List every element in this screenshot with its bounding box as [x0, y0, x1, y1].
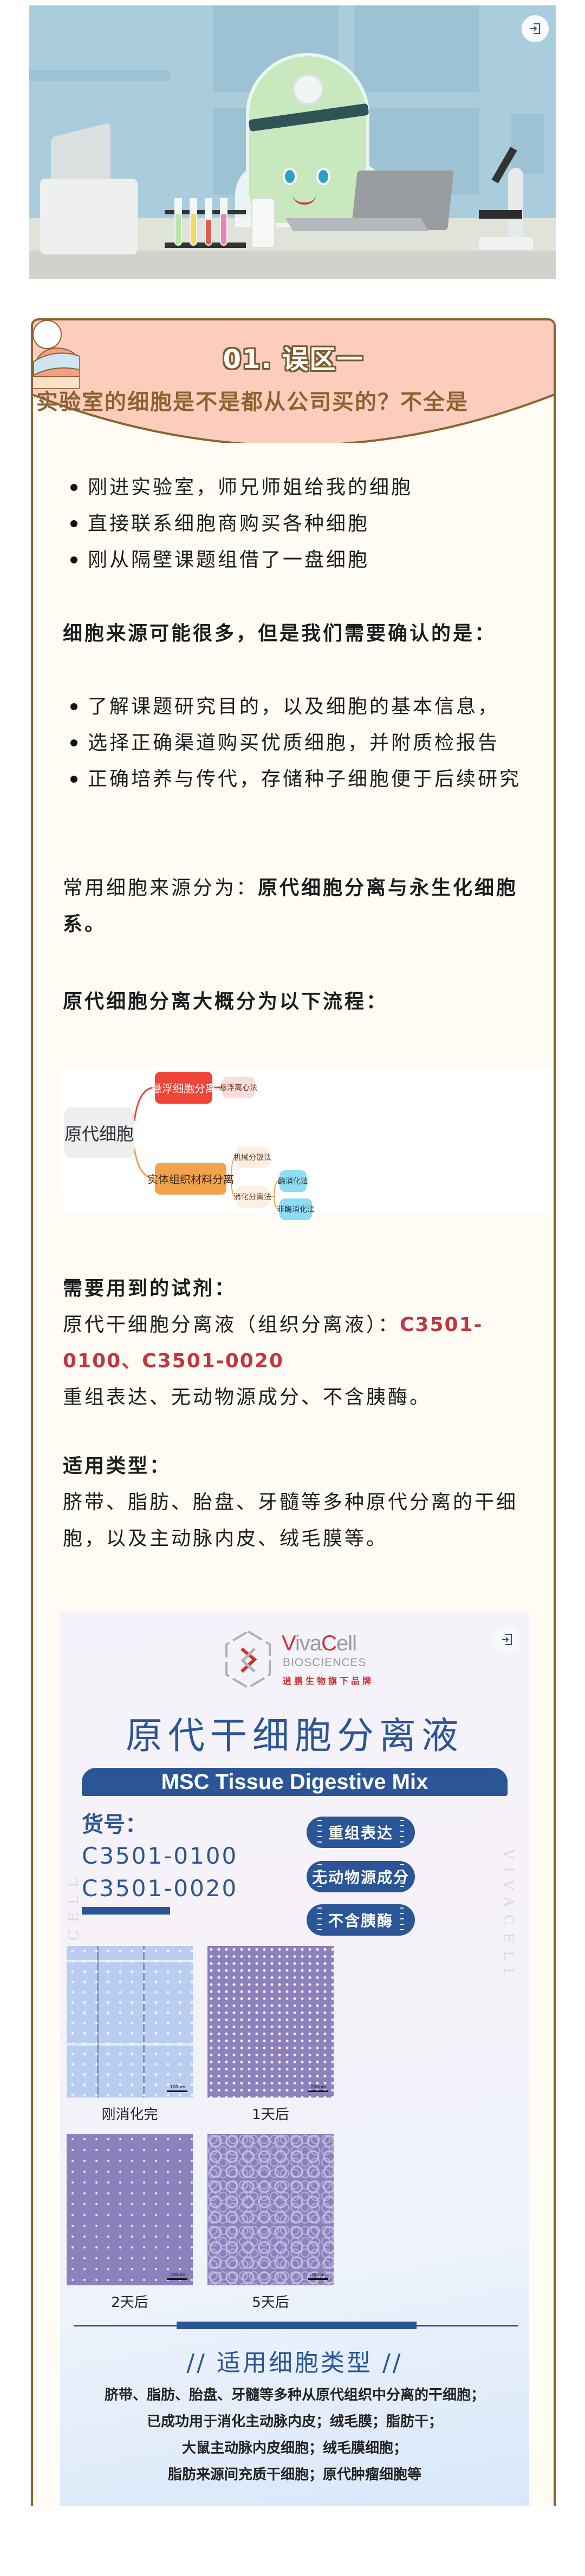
winter-hat-icon	[33, 320, 80, 389]
reagent-bottle	[251, 198, 275, 248]
test-tube	[174, 198, 182, 246]
micrograph-caption: 2天后	[111, 2295, 148, 2311]
flow-heading: 原代细胞分离大概分为以下流程：	[63, 991, 388, 1013]
card-subtitle: 实验室的细胞是不是都从公司买的？不全是	[36, 390, 469, 415]
common-sources-prefix: 常用细胞来源分为：	[63, 877, 258, 899]
sku-item: C3501-0020	[82, 1875, 238, 1902]
centrifuge-illustration	[40, 179, 138, 254]
mindmap-node-suspension: 悬浮细胞分离	[151, 1072, 216, 1104]
feature-pill: 重组表达	[307, 1817, 415, 1848]
feature-pill: 不含胰酶	[307, 1904, 415, 1936]
cell-types-line: 脂肪来源间充质干细胞；原代肿瘤细胞等	[167, 2467, 421, 2483]
vivacell-logo: VivaCell BIOSCIENCES 逍鹏生物旗下品牌	[221, 1627, 378, 1692]
hexagon-logo-icon	[225, 1630, 271, 1689]
laptop-keyboard	[285, 218, 428, 231]
micrograph-caption: 1天后	[252, 2107, 289, 2123]
micrograph-caption: 刚消化完	[101, 2107, 158, 2123]
scale-bar: 100um	[167, 2085, 187, 2092]
mindmap-node-non-enzymatic: 非酶消化法	[277, 1198, 315, 1220]
reagent-heading: 需要用到的试剂：	[63, 1277, 237, 1300]
card-title: 01. 误区一	[223, 344, 364, 375]
mindmap-root: 原代细胞	[64, 1107, 134, 1158]
shelf	[511, 114, 544, 173]
scale-bar: 200um	[308, 2085, 328, 2092]
list-item: 直接联系细胞商购买各种细胞	[63, 506, 529, 542]
sku-item: C3501-0100	[82, 1843, 238, 1869]
cell-sources-list: 刚进实验室，师兄师姐给我的细胞 直接联系细胞商购买各种细胞 刚从隔壁课题组借了一…	[63, 469, 529, 578]
mindmap-node-solid-tissue: 实体组织材料分离	[147, 1163, 234, 1195]
brand-subtitle: BIOSCIENCES	[283, 1656, 367, 1669]
list-item: 刚进实验室，师兄师姐给我的细胞	[63, 469, 529, 506]
character-smile	[292, 194, 316, 205]
enter-icon	[530, 23, 540, 34]
sku-underline	[82, 1907, 170, 1915]
common-sources-paragraph: 常用细胞来源分为：原代细胞分离与永生化细胞系。	[63, 870, 529, 942]
mindmap-node-centrifuge: 悬浮离心法	[219, 1077, 257, 1098]
poster-enter-button[interactable]	[493, 1626, 521, 1653]
cell-types-title: // 适用细胞类型 //	[186, 2349, 403, 2377]
reagent-features: 重组表达、无动物源成分、不含胰酶。	[63, 1386, 432, 1408]
microscope-illustration	[479, 146, 533, 250]
header-arc	[33, 320, 554, 443]
primary-cell-mindmap: 原代细胞 悬浮细胞分离 悬浮离心法 实体组织材料分离 机械分散法 消化分离法 酶…	[60, 1067, 554, 1220]
micrograph-day2: 200um	[67, 2134, 193, 2285]
page-bottom-space	[0, 2506, 585, 2576]
sku-label: 货号：	[82, 1812, 147, 1837]
micrograph-caption: 5天后	[252, 2295, 289, 2311]
confirm-list: 了解课题研究目的，以及细胞的基本信息， 选择正确渠道购买优质细胞，并附质检报告 …	[63, 689, 529, 797]
shelf	[354, 5, 479, 92]
test-tube	[190, 198, 197, 246]
common-sources-bold: 原代细胞分离与永生化细胞系。	[63, 877, 518, 935]
test-tube	[205, 198, 212, 246]
head-mirror	[292, 74, 324, 105]
micrograph-day1: 200um	[207, 1946, 334, 2097]
reagent-name: 原代干细胞分离液（组织分离液）：	[63, 1314, 400, 1336]
hero-illustration	[29, 5, 556, 279]
enter-icon	[502, 1634, 512, 1645]
list-item: 了解课题研究目的，以及细胞的基本信息，	[63, 689, 529, 725]
cell-types-line: 大鼠主动脉内皮细胞；绒毛膜细胞；	[181, 2440, 407, 2456]
list-item: 刚从隔壁课题组借了一盘细胞	[63, 542, 529, 578]
scale-bar: 200um	[308, 2272, 328, 2280]
cell-types-line: 脐带、脂肪、胎盘、牙髓等多种从原代组织中分离的干细胞；	[104, 2387, 485, 2403]
types-heading: 适用类型：	[63, 1455, 172, 1477]
mindmap-connectors	[133, 1086, 280, 1210]
hero-enter-button[interactable]	[522, 15, 549, 42]
reagent-sku-link[interactable]: C3501-0100、C3501-0020	[63, 1314, 483, 1372]
brand-name: VivaCell	[282, 1631, 357, 1655]
card-header: 01. 误区一 实验室的细胞是不是都从公司买的？不全是	[33, 320, 554, 443]
brand-chinese: 逍鹏生物旗下品牌	[283, 1676, 374, 1686]
character-eye	[283, 168, 297, 185]
lab-bench-front	[29, 251, 556, 279]
section-divider-bar	[177, 2322, 417, 2329]
confirm-heading: 细胞来源可能很多，但是我们需要确认的是：	[63, 622, 497, 645]
list-item: 正确培养与传代，存储种子细胞便于后续研究	[63, 761, 529, 797]
product-poster: VIVACELL VIVACELL VivaCell BIOSCIENCES 逍…	[60, 1611, 529, 2531]
mindmap-node-mechanical: 机械分散法	[233, 1146, 271, 1168]
character-eye	[316, 168, 330, 185]
micrograph-day5: 200um	[207, 2134, 334, 2285]
product-title: 原代干细胞分离液	[125, 1715, 464, 1758]
myth-card: 01. 误区一 实验室的细胞是不是都从公司买的？不全是 刚进实验室，师兄师姐给我…	[31, 318, 556, 2538]
shelf	[29, 70, 170, 81]
scale-bar: 200um	[167, 2272, 187, 2280]
micrograph-day0: 100um	[67, 1946, 193, 2097]
types-paragraph: 脐带、脂肪、胎盘、牙髓等多种原代分离的干细胞，以及主动脉内皮、绒毛膜等。	[63, 1491, 518, 1550]
cell-types-line: 已成功用于消化主动脉内皮；绒毛膜；脂肪干；	[146, 2414, 443, 2430]
product-english-name: MSC Tissue Digestive Mix	[82, 1768, 508, 1796]
mindmap-node-enzymatic: 酶消化法	[278, 1170, 308, 1192]
watermark: VIVACELL	[500, 1849, 516, 1985]
list-item: 选择正确渠道购买优质细胞，并附质检报告	[63, 725, 529, 761]
reagent-paragraph: 原代干细胞分离液（组织分离液）：C3501-0100、C3501-0020	[63, 1307, 529, 1379]
test-tube	[220, 198, 227, 246]
feature-pill: 无动物源成分	[307, 1861, 415, 1892]
mindmap-node-digestion: 消化分离法	[233, 1186, 271, 1208]
